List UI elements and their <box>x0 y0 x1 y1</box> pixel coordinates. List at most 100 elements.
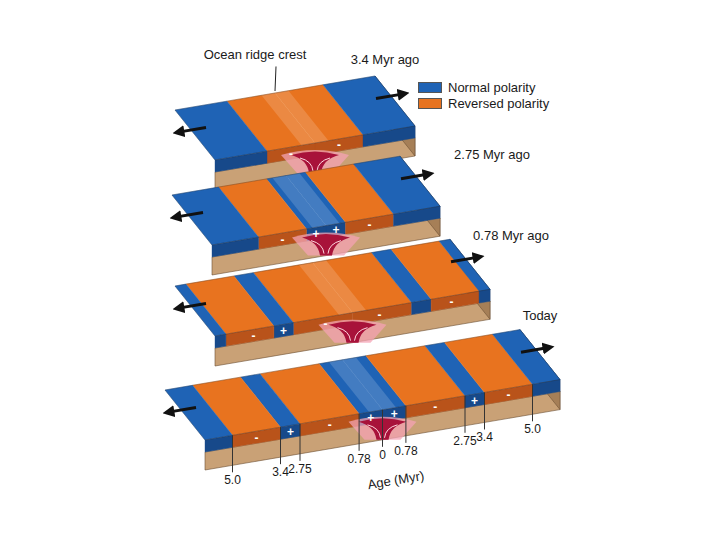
stripe-front <box>215 334 226 348</box>
stripe-front <box>281 424 301 439</box>
axis-title: Age (Myr) <box>367 469 426 493</box>
ridge-crest <box>299 260 366 315</box>
stripe-front <box>431 291 479 311</box>
polarity-stripe <box>175 284 226 336</box>
polarity-sign: - <box>252 330 256 342</box>
age-tick <box>359 414 360 451</box>
age-tick <box>280 427 281 464</box>
legend-text: Normal polarity <box>448 80 535 95</box>
stripe-front <box>212 237 259 257</box>
age-tick <box>300 424 301 461</box>
legend-entry: Reversed polarity <box>418 95 549 111</box>
age-tick <box>232 435 233 472</box>
block-outline <box>165 330 560 440</box>
age-value: 0.78 <box>347 453 370 467</box>
stripe-front <box>226 326 274 346</box>
crust-block <box>165 330 560 470</box>
polarity-sign: - <box>450 296 454 308</box>
ridge-crest <box>262 91 329 146</box>
age-tick <box>382 410 383 447</box>
polarity-sign: - <box>507 389 511 401</box>
spreading-arrow <box>376 94 404 99</box>
age-value: 0.78 <box>394 445 417 459</box>
magma-plume <box>329 321 377 343</box>
legend-swatch <box>418 98 442 109</box>
polarity-stripe <box>172 187 259 245</box>
spreading-arrow <box>178 127 206 132</box>
leader-line <box>275 66 276 91</box>
stripe-front <box>363 126 415 147</box>
polarity-sign: + <box>367 412 374 424</box>
magma-flow <box>368 425 381 438</box>
spreading-arrow <box>175 212 203 217</box>
magma-flow <box>311 241 324 254</box>
spreading-arrow <box>521 348 549 353</box>
age-tick <box>405 406 406 443</box>
polarity-sign: + <box>280 325 287 337</box>
age-tick <box>532 384 533 421</box>
polarity-sign: - <box>328 419 332 431</box>
ridge-crest <box>273 173 340 228</box>
stripe-front <box>479 289 490 303</box>
polarity-stripe <box>175 101 267 160</box>
stage-label: Today <box>523 309 558 324</box>
ridge-crest <box>329 358 396 413</box>
magma-flow <box>300 158 313 171</box>
legend-entry: Normal polarity <box>418 79 549 95</box>
spreading-arrow <box>401 174 429 179</box>
spreading-arrow <box>168 407 196 412</box>
polarity-sign: + <box>287 426 294 438</box>
polarity-sign: - <box>289 148 293 160</box>
magma-glow <box>319 320 387 343</box>
polarity-sign: + <box>313 228 320 240</box>
age-tick <box>465 396 466 433</box>
magma-flow <box>338 328 351 341</box>
block-outline <box>175 76 415 160</box>
age-ticks <box>233 384 533 472</box>
polarity-stripe <box>323 76 415 135</box>
polarity-sign: - <box>368 219 372 231</box>
age-value: 3.4 <box>476 432 493 446</box>
magma-glow <box>292 233 360 256</box>
stripe-front <box>274 323 294 338</box>
polarity-sign: - <box>433 401 437 413</box>
stripe-front <box>406 396 465 418</box>
magma-flow <box>385 425 398 438</box>
age-value: 2.75 <box>288 463 311 477</box>
magma-flow <box>355 328 368 341</box>
spreading-arrow <box>178 303 206 308</box>
spreading-arrow <box>451 257 479 262</box>
block-outline <box>172 156 440 245</box>
stage-label: Ocean ridge crest <box>204 48 307 63</box>
stripe-front <box>394 206 441 226</box>
polarity-stripe <box>439 239 490 291</box>
polarity-sign: + <box>332 224 339 236</box>
legend-swatch <box>418 82 442 93</box>
stripe-front <box>346 214 394 234</box>
stripe-front <box>233 427 281 447</box>
age-value: 5.0 <box>224 474 241 488</box>
stage-label: 0.78 Myr ago <box>473 229 549 244</box>
magma-flow <box>328 241 341 254</box>
age-value: 2.75 <box>453 435 476 449</box>
magma-plume <box>302 234 350 256</box>
polarity-sign: - <box>337 139 341 151</box>
stripe-front <box>215 151 267 172</box>
stage-label: 3.4 Myr ago <box>351 53 420 68</box>
age-tick <box>484 392 485 429</box>
stripe-front <box>485 384 533 404</box>
polarity-sign: + <box>391 408 398 420</box>
polarity-sign: - <box>324 318 328 330</box>
polarity-sign: + <box>471 395 478 407</box>
stripe-front <box>300 414 359 436</box>
polarity-sign: - <box>281 234 285 246</box>
legend-text: Reversed polarity <box>448 96 549 111</box>
stripe-front <box>465 393 485 408</box>
age-value: 0 <box>379 449 386 463</box>
age-value: 5.0 <box>524 423 541 437</box>
age-value: 3.4 <box>272 466 289 480</box>
polarity-sign: - <box>255 432 259 444</box>
polarity-sign: - <box>378 309 382 321</box>
